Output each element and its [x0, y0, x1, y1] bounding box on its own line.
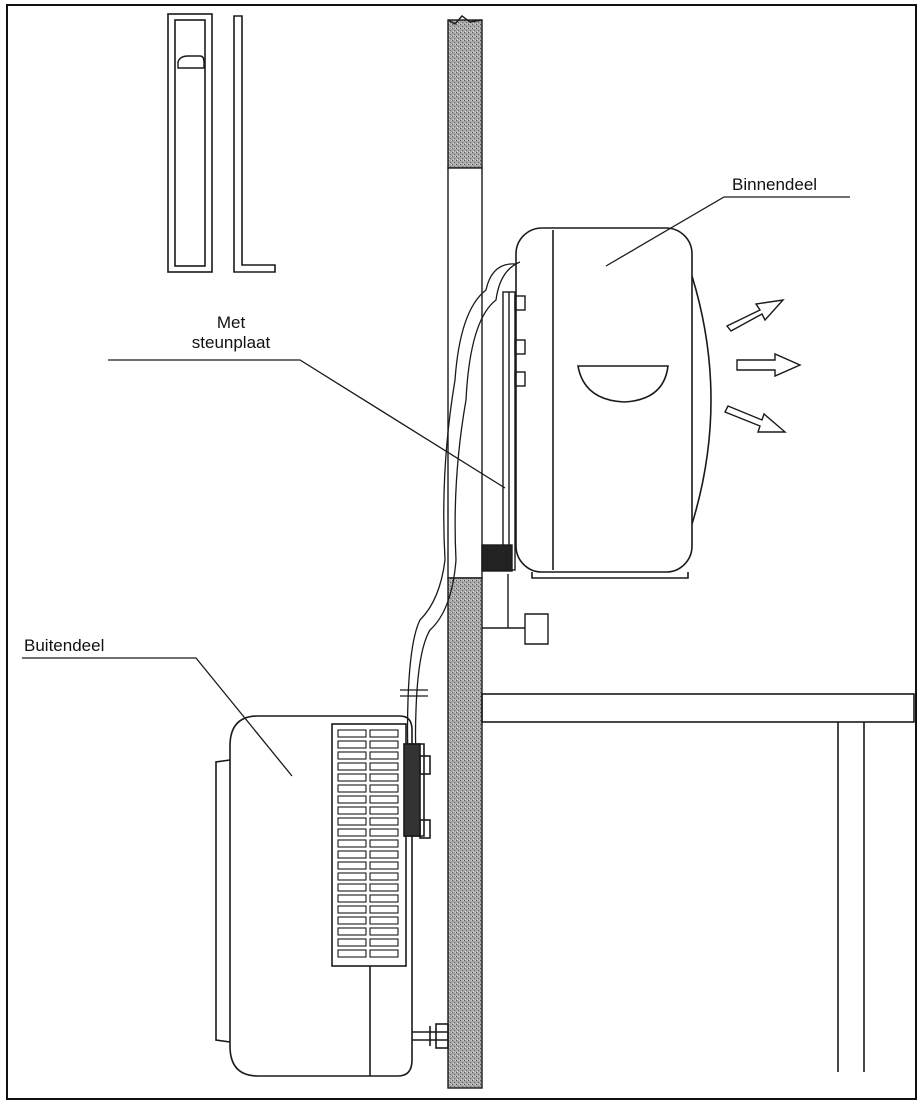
grille-slat — [369, 861, 399, 870]
bracket-label-line2: steunplaat — [191, 333, 271, 352]
leader-indoor — [605, 196, 850, 267]
grille-slat — [337, 894, 367, 903]
arrow-icon — [736, 352, 802, 378]
mounting-plate — [481, 291, 549, 645]
grille-slat — [369, 839, 399, 848]
grille-slat — [369, 949, 399, 958]
grille-slat — [337, 861, 367, 870]
grille-slat — [337, 773, 367, 782]
grille-slat — [369, 916, 399, 925]
grille-slat — [369, 894, 399, 903]
grille-slat — [337, 762, 367, 771]
grille-slat — [337, 850, 367, 859]
grille-slat — [369, 762, 399, 771]
grille-slat — [337, 949, 367, 958]
bracket-label-line1: Met — [216, 313, 246, 332]
table — [481, 693, 915, 1072]
outdoor-grille — [337, 729, 399, 958]
grille-slat — [369, 740, 399, 749]
refrigerant-pipes — [400, 261, 521, 801]
grille-slat — [337, 916, 367, 925]
grille-slat — [369, 905, 399, 914]
grille-slat — [369, 883, 399, 892]
arrow-icon — [724, 405, 787, 433]
grille-slat — [337, 729, 367, 738]
leader-outdoor — [22, 657, 293, 777]
grille-slat — [369, 817, 399, 826]
grille-slat — [337, 938, 367, 947]
grille-slat — [369, 938, 399, 947]
grille-slat — [337, 806, 367, 815]
grille-slat — [337, 872, 367, 881]
grille-slat — [337, 817, 367, 826]
outdoor-unit-label: Buitendeel — [24, 636, 105, 655]
grille-slat — [337, 927, 367, 936]
grille-slat — [337, 883, 367, 892]
wall — [447, 15, 483, 1089]
airflow-arrows — [724, 299, 802, 433]
grille-slat — [369, 850, 399, 859]
grille-slat — [369, 773, 399, 782]
bracket-front-view — [167, 13, 213, 273]
grille-slat — [337, 839, 367, 848]
grille-slat — [369, 751, 399, 760]
indoor-unit-label: Binnendeel — [732, 175, 818, 194]
leader-lines — [22, 196, 850, 777]
grille-slat — [369, 795, 399, 804]
grille-slat — [337, 740, 367, 749]
arrow-icon — [725, 299, 785, 332]
grille-slat — [369, 784, 399, 793]
grille-slat — [337, 784, 367, 793]
grille-slat — [369, 927, 399, 936]
grille-slat — [337, 751, 367, 760]
outdoor-unit — [215, 715, 449, 1077]
bracket-side-view — [233, 15, 276, 273]
grille-slat — [369, 729, 399, 738]
grille-slat — [337, 905, 367, 914]
indoor-unit — [515, 227, 712, 579]
grille-slat — [337, 795, 367, 804]
grille-slat — [369, 872, 399, 881]
leader-bracket — [108, 359, 506, 489]
grille-slat — [369, 828, 399, 837]
grille-slat — [369, 806, 399, 815]
grille-slat — [337, 828, 367, 837]
